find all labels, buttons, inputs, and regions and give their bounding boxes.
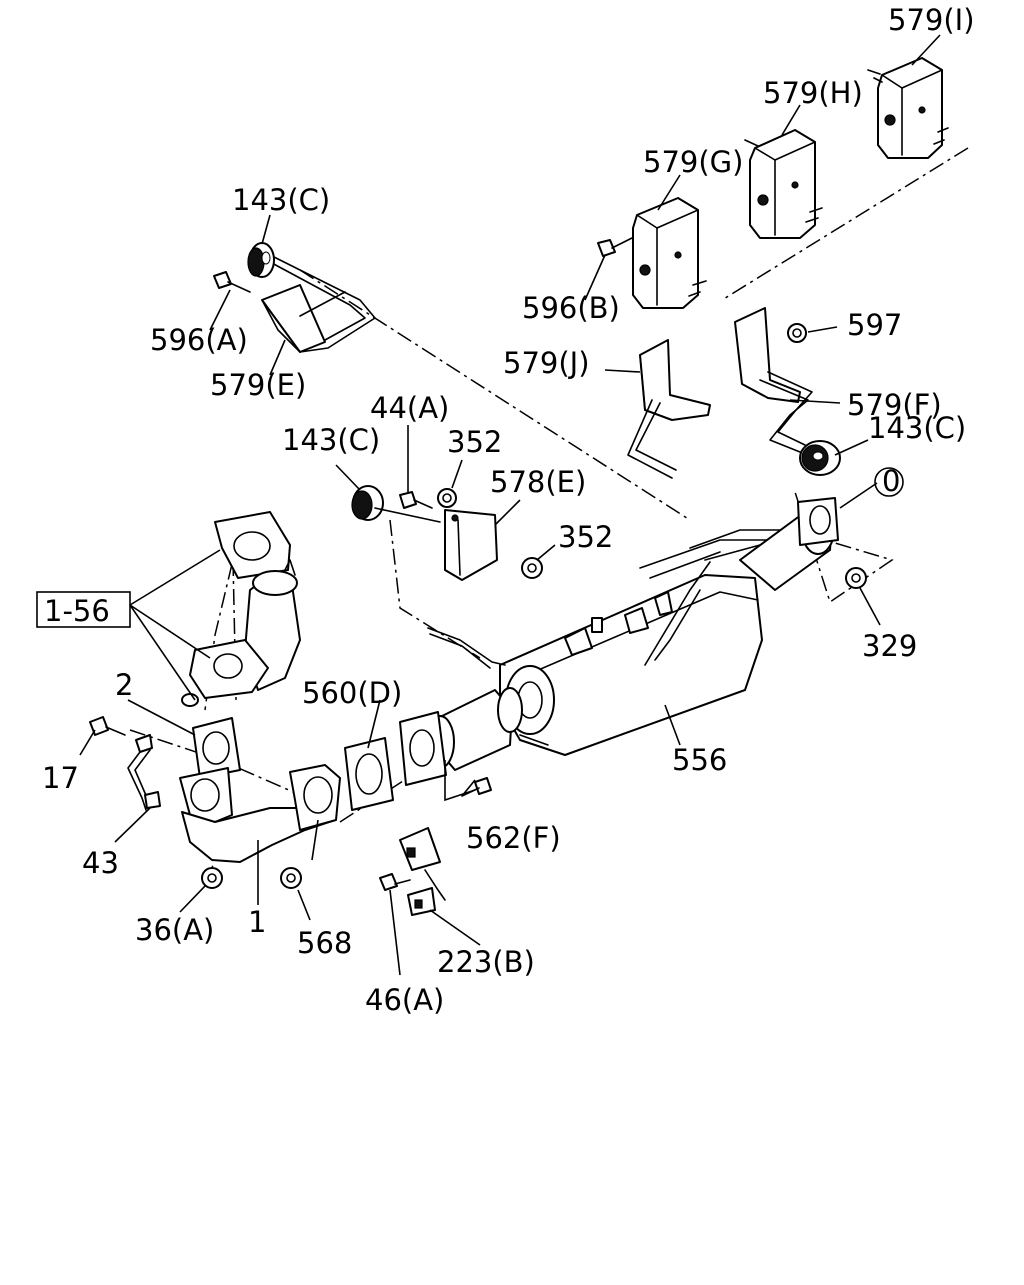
gasket-manifold-upper: [214, 511, 291, 579]
gasket-560-d: [344, 737, 394, 811]
bracket-223-b: [399, 827, 446, 916]
callout-352-upper: 352: [447, 425, 502, 459]
callout-46-a: 46(A): [365, 983, 444, 1017]
bracket-579-h: [744, 129, 823, 239]
rubber-mount-143-c-right: [799, 440, 841, 476]
bolt-46-a: [379, 873, 411, 891]
callout-579-f: 579(F): [847, 388, 942, 422]
front-pipe-1: [179, 764, 341, 863]
callout-556: 556: [672, 743, 727, 777]
callout-579-h: 579(H): [763, 76, 863, 110]
callout-143-c-top: 143(C): [232, 183, 330, 217]
nut-597: [787, 323, 807, 343]
bolt-17: [89, 716, 126, 736]
assembly-box-1-56: [36, 591, 131, 628]
callout-579-g: 579(G): [643, 145, 743, 179]
bracket-579-g: [632, 197, 707, 309]
bracket-579-f: [734, 307, 813, 453]
callout-223-b: 223(B): [437, 945, 535, 979]
callout-596-b: 596(B): [522, 291, 620, 325]
bracket-578-e: [444, 509, 498, 581]
callout-143-c-right: 143(C): [868, 411, 966, 445]
callout-36-a: 36(A): [135, 913, 214, 947]
nut-568: [280, 867, 302, 889]
callout-labels: 579(I) 579(H) 579(G) 143(C) 596(A) 579(E…: [42, 3, 975, 1017]
callout-329: 329: [862, 629, 917, 663]
callout-352-lower: 352: [558, 520, 613, 554]
bolt-596-a: [213, 271, 251, 293]
rubber-mount-143-c-top: [247, 242, 275, 278]
callout-43: 43: [82, 846, 119, 880]
rubber-mount-143-c-mid: [351, 485, 441, 523]
callout-579-e: 579(E): [210, 368, 306, 402]
bracket-579-j: [627, 339, 711, 479]
callout-1: 1: [248, 905, 266, 939]
callout-562-f: 562(F): [466, 821, 561, 855]
callout-596-a: 596(A): [150, 323, 248, 357]
bracket-43: [127, 734, 161, 811]
gasket-2: [192, 717, 241, 779]
dpf-assembly-556: [499, 497, 839, 756]
callout-578-e: 578(E): [490, 465, 586, 499]
turbo-manifold-1-56: [189, 559, 301, 699]
callout-560-d: 560(D): [302, 676, 402, 710]
nut-352-upper: [437, 488, 457, 508]
nut-36-a: [201, 867, 223, 889]
nut-manifold: [181, 693, 199, 707]
callout-1-56: 1-56: [44, 594, 110, 628]
callout-17: 17: [42, 761, 79, 795]
nut-352-lower: [521, 557, 543, 579]
callout-597: 597: [847, 308, 902, 342]
hanger-rod: [427, 627, 506, 669]
callout-579-j: 579(J): [503, 346, 590, 380]
callout-568: 568: [297, 926, 352, 960]
reference-circle-0: [874, 467, 904, 497]
flange-560-d: [399, 711, 447, 786]
callout-143-c-mid: 143(C): [282, 423, 380, 457]
bracket-579-e: [261, 254, 376, 353]
callout-44-a: 44(A): [370, 391, 449, 425]
bolt-596-b: [597, 237, 633, 257]
leader-lines: [79, 34, 941, 976]
nut-329: [845, 567, 867, 589]
callout-circle-0: 0: [882, 464, 900, 498]
bracket-579-i: [867, 57, 949, 159]
bolt-44-a: [399, 491, 433, 509]
callout-579-i: 579(I): [888, 3, 975, 37]
callout-2: 2: [115, 668, 133, 702]
